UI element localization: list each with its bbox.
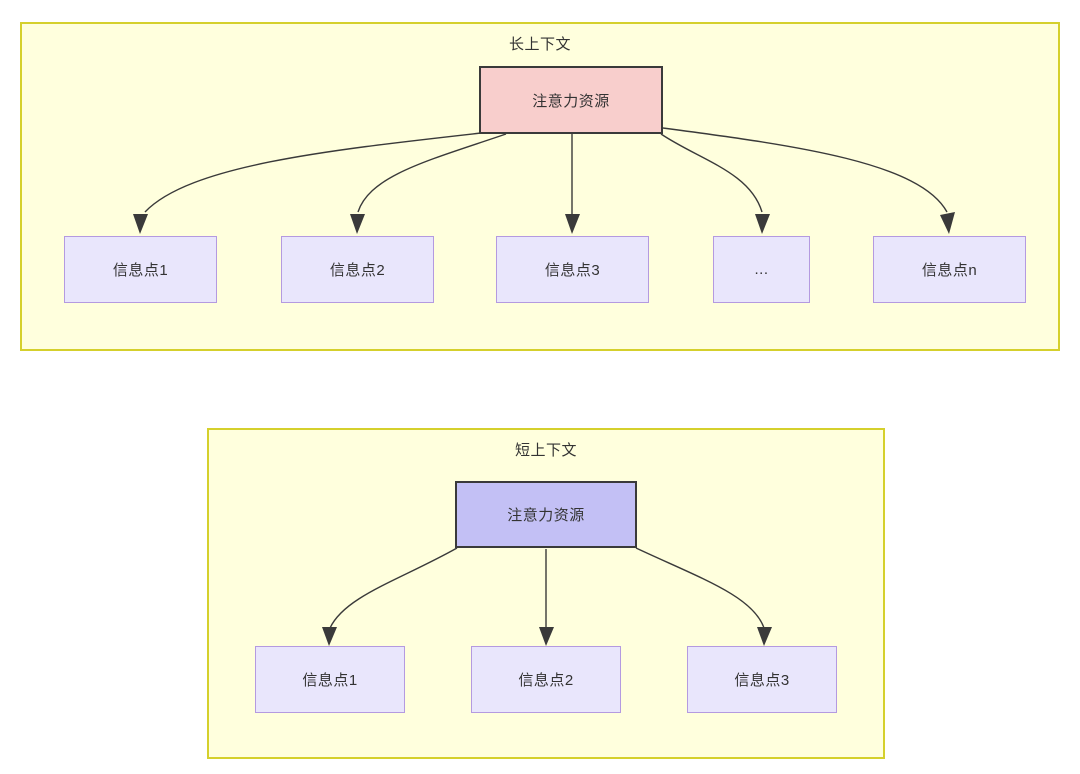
node-info-point-1-short[interactable]: 信息点1 xyxy=(255,646,405,713)
arrowhead-info-2 xyxy=(350,214,365,234)
edge-root-to-info-3-short xyxy=(635,547,765,629)
arrowhead-info-3-short xyxy=(757,627,772,646)
edge-root-to-info-1 xyxy=(144,132,482,213)
arrowhead-info-1 xyxy=(133,214,148,234)
edge-root-to-info-2 xyxy=(357,133,507,213)
arrowhead-info-n xyxy=(940,212,955,234)
node-info-point-1-long[interactable]: 信息点1 xyxy=(64,236,217,303)
panel-long-context-title: 长上下文 xyxy=(508,36,571,53)
node-attention-resource-long[interactable]: 注意力资源 xyxy=(479,66,663,134)
edge-root-to-info-1-short xyxy=(329,547,458,629)
arrowhead-info-2-short xyxy=(539,627,554,646)
arrowhead-info-3 xyxy=(565,214,580,234)
node-attention-resource-short[interactable]: 注意力资源 xyxy=(455,481,637,548)
edge-root-to-info-n xyxy=(662,127,948,213)
panel-short-context-title: 短上下文 xyxy=(514,442,577,459)
node-info-point-3-short[interactable]: 信息点3 xyxy=(687,646,837,713)
arrowhead-info-1-short xyxy=(322,627,337,646)
arrowhead-info-dots xyxy=(755,214,770,234)
node-info-point-3-long[interactable]: 信息点3 xyxy=(496,236,649,303)
node-info-point-2-short[interactable]: 信息点2 xyxy=(471,646,621,713)
node-info-point-ellipsis-long[interactable]: ... xyxy=(713,236,810,303)
edge-root-to-info-dots xyxy=(660,133,763,213)
node-info-point-n-long[interactable]: 信息点n xyxy=(873,236,1026,303)
node-info-point-2-long[interactable]: 信息点2 xyxy=(281,236,434,303)
